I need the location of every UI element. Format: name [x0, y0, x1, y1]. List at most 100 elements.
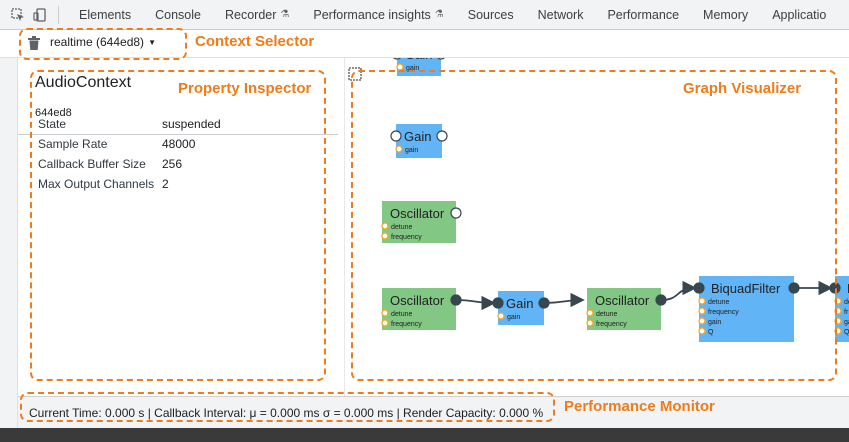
param-port-icon[interactable] — [381, 232, 389, 240]
property-value: 256 — [162, 157, 183, 171]
param-label: detune — [391, 311, 413, 318]
tab-performance-insights[interactable]: Performance insights⚗ — [301, 0, 455, 30]
graph-node-gain-2[interactable]: Gain gain — [390, 124, 448, 158]
param-port-icon[interactable] — [586, 309, 594, 317]
context-selector-dropdown[interactable]: realtime (644ed8) ▼ — [50, 35, 156, 49]
tab-elements[interactable]: Elements — [67, 0, 143, 30]
param-label: gain — [405, 147, 418, 154]
property-key: Max Output Channels — [38, 177, 155, 191]
graph-node-label: Gain — [404, 129, 431, 144]
property-value: 48000 — [162, 137, 196, 151]
toolbar-divider — [58, 5, 59, 24]
context-selector-value: realtime (644ed8) — [50, 35, 145, 49]
param-port-icon[interactable] — [395, 145, 403, 153]
param-port-icon[interactable] — [586, 319, 594, 327]
trash-icon[interactable] — [28, 36, 40, 50]
graph-node-label: Oscillator — [595, 293, 650, 308]
graph-node-body[interactable] — [382, 201, 456, 243]
graph-node-body[interactable] — [396, 124, 442, 158]
property-key: Sample Rate — [38, 137, 108, 151]
graph-node-body[interactable] — [699, 276, 794, 342]
inspector-title: AudioContext — [35, 74, 132, 91]
tab-console[interactable]: Console — [143, 0, 213, 30]
graph-selection-handle[interactable] — [348, 67, 362, 81]
tab-sources[interactable]: Sources — [456, 0, 526, 30]
performance-monitor: Current Time: 0.000 s | Callback Interva… — [18, 396, 849, 428]
audio-graph-canvas[interactable]: GaingainGaingainOscillatordetunefrequenc… — [345, 58, 849, 428]
property-inspector-annotation — [30, 70, 326, 381]
performance-monitor-annotation — [20, 392, 555, 422]
output-port-icon[interactable] — [538, 297, 550, 309]
tab-network[interactable]: Network — [526, 0, 596, 30]
window-bottom-edge — [0, 428, 849, 442]
param-label: frequency — [596, 321, 627, 328]
param-label: detune — [708, 299, 730, 306]
output-port-icon[interactable] — [450, 294, 462, 306]
context-selector-annotation — [19, 28, 187, 60]
inspect-element-icon[interactable] — [10, 7, 26, 23]
input-port-icon[interactable] — [390, 130, 402, 142]
inspector-divider — [18, 134, 338, 135]
param-port-icon[interactable] — [381, 309, 389, 317]
property-key: State — [38, 117, 67, 131]
output-port-icon[interactable] — [436, 130, 448, 142]
output-port-icon[interactable] — [436, 58, 446, 60]
param-label: fr — [844, 309, 849, 316]
device-toolbar-icon[interactable] — [32, 7, 48, 23]
graph-node-body[interactable] — [835, 276, 849, 342]
tab-applicatio[interactable]: Applicatio — [760, 0, 838, 30]
tab-recorder[interactable]: Recorder⚗ — [213, 0, 301, 30]
tab-memory[interactable]: Memory — [691, 0, 760, 30]
left-gutter — [0, 58, 18, 428]
graph-node-label: Gain — [506, 296, 533, 311]
param-port-icon[interactable] — [698, 327, 706, 335]
graph-node-biquad-2[interactable]: Bde fr gaQ — [829, 276, 849, 342]
performance-monitor-text: Current Time: 0.000 s | Callback Interva… — [29, 406, 544, 420]
context-selector-annotation-label: Context Selector — [195, 33, 315, 50]
experimental-flask-icon: ⚗ — [280, 8, 290, 20]
input-port-icon[interactable] — [693, 282, 705, 294]
param-label: detune — [391, 224, 413, 231]
chevron-down-icon: ▼ — [148, 37, 156, 47]
graph-node-label: Gain — [405, 58, 432, 62]
param-label: gain — [406, 65, 419, 72]
tab-label: Applicatio — [772, 7, 827, 22]
output-port-icon[interactable] — [450, 207, 462, 219]
param-label: ga — [844, 319, 849, 326]
param-port-icon[interactable] — [381, 319, 389, 327]
param-label: de — [844, 299, 849, 306]
graph-node-body[interactable] — [498, 291, 544, 325]
param-port-icon[interactable] — [497, 312, 505, 320]
tab-performance[interactable]: Performance — [595, 0, 691, 30]
param-port-icon[interactable] — [381, 222, 389, 230]
graph-node-osc-3[interactable]: Oscillator detune frequency — [586, 288, 667, 330]
graph-visualizer[interactable]: GaingainGaingainOscillatordetunefrequenc… — [344, 58, 849, 428]
param-port-icon[interactable] — [698, 307, 706, 315]
property-inspector-annotation-label: Property Inspector — [178, 80, 312, 97]
performance-monitor-annotation-label: Performance Monitor — [564, 398, 715, 415]
graph-node-label: B — [847, 281, 849, 296]
graph-node-body[interactable] — [382, 288, 456, 330]
webaudio-panel: realtime (644ed8) ▼ AudioContext 644ed8 … — [0, 30, 849, 428]
graph-node-body[interactable] — [587, 288, 661, 330]
param-label: Q — [844, 329, 849, 336]
property-value: 2 — [162, 177, 169, 191]
output-port-icon[interactable] — [655, 294, 667, 306]
property-key: Callback Buffer Size — [38, 157, 146, 171]
param-port-icon[interactable] — [698, 297, 706, 305]
tab-label: Sources — [467, 7, 514, 22]
input-port-icon[interactable] — [392, 58, 402, 60]
param-label: frequency — [708, 309, 739, 316]
input-port-icon[interactable] — [492, 297, 504, 309]
tab-label: Memory — [703, 7, 749, 22]
experimental-flask-icon: ⚗ — [434, 8, 444, 20]
tab-label: Recorder — [224, 7, 277, 22]
param-label: detune — [596, 311, 618, 318]
param-port-icon[interactable] — [698, 317, 706, 325]
output-port-icon[interactable] — [788, 282, 800, 294]
